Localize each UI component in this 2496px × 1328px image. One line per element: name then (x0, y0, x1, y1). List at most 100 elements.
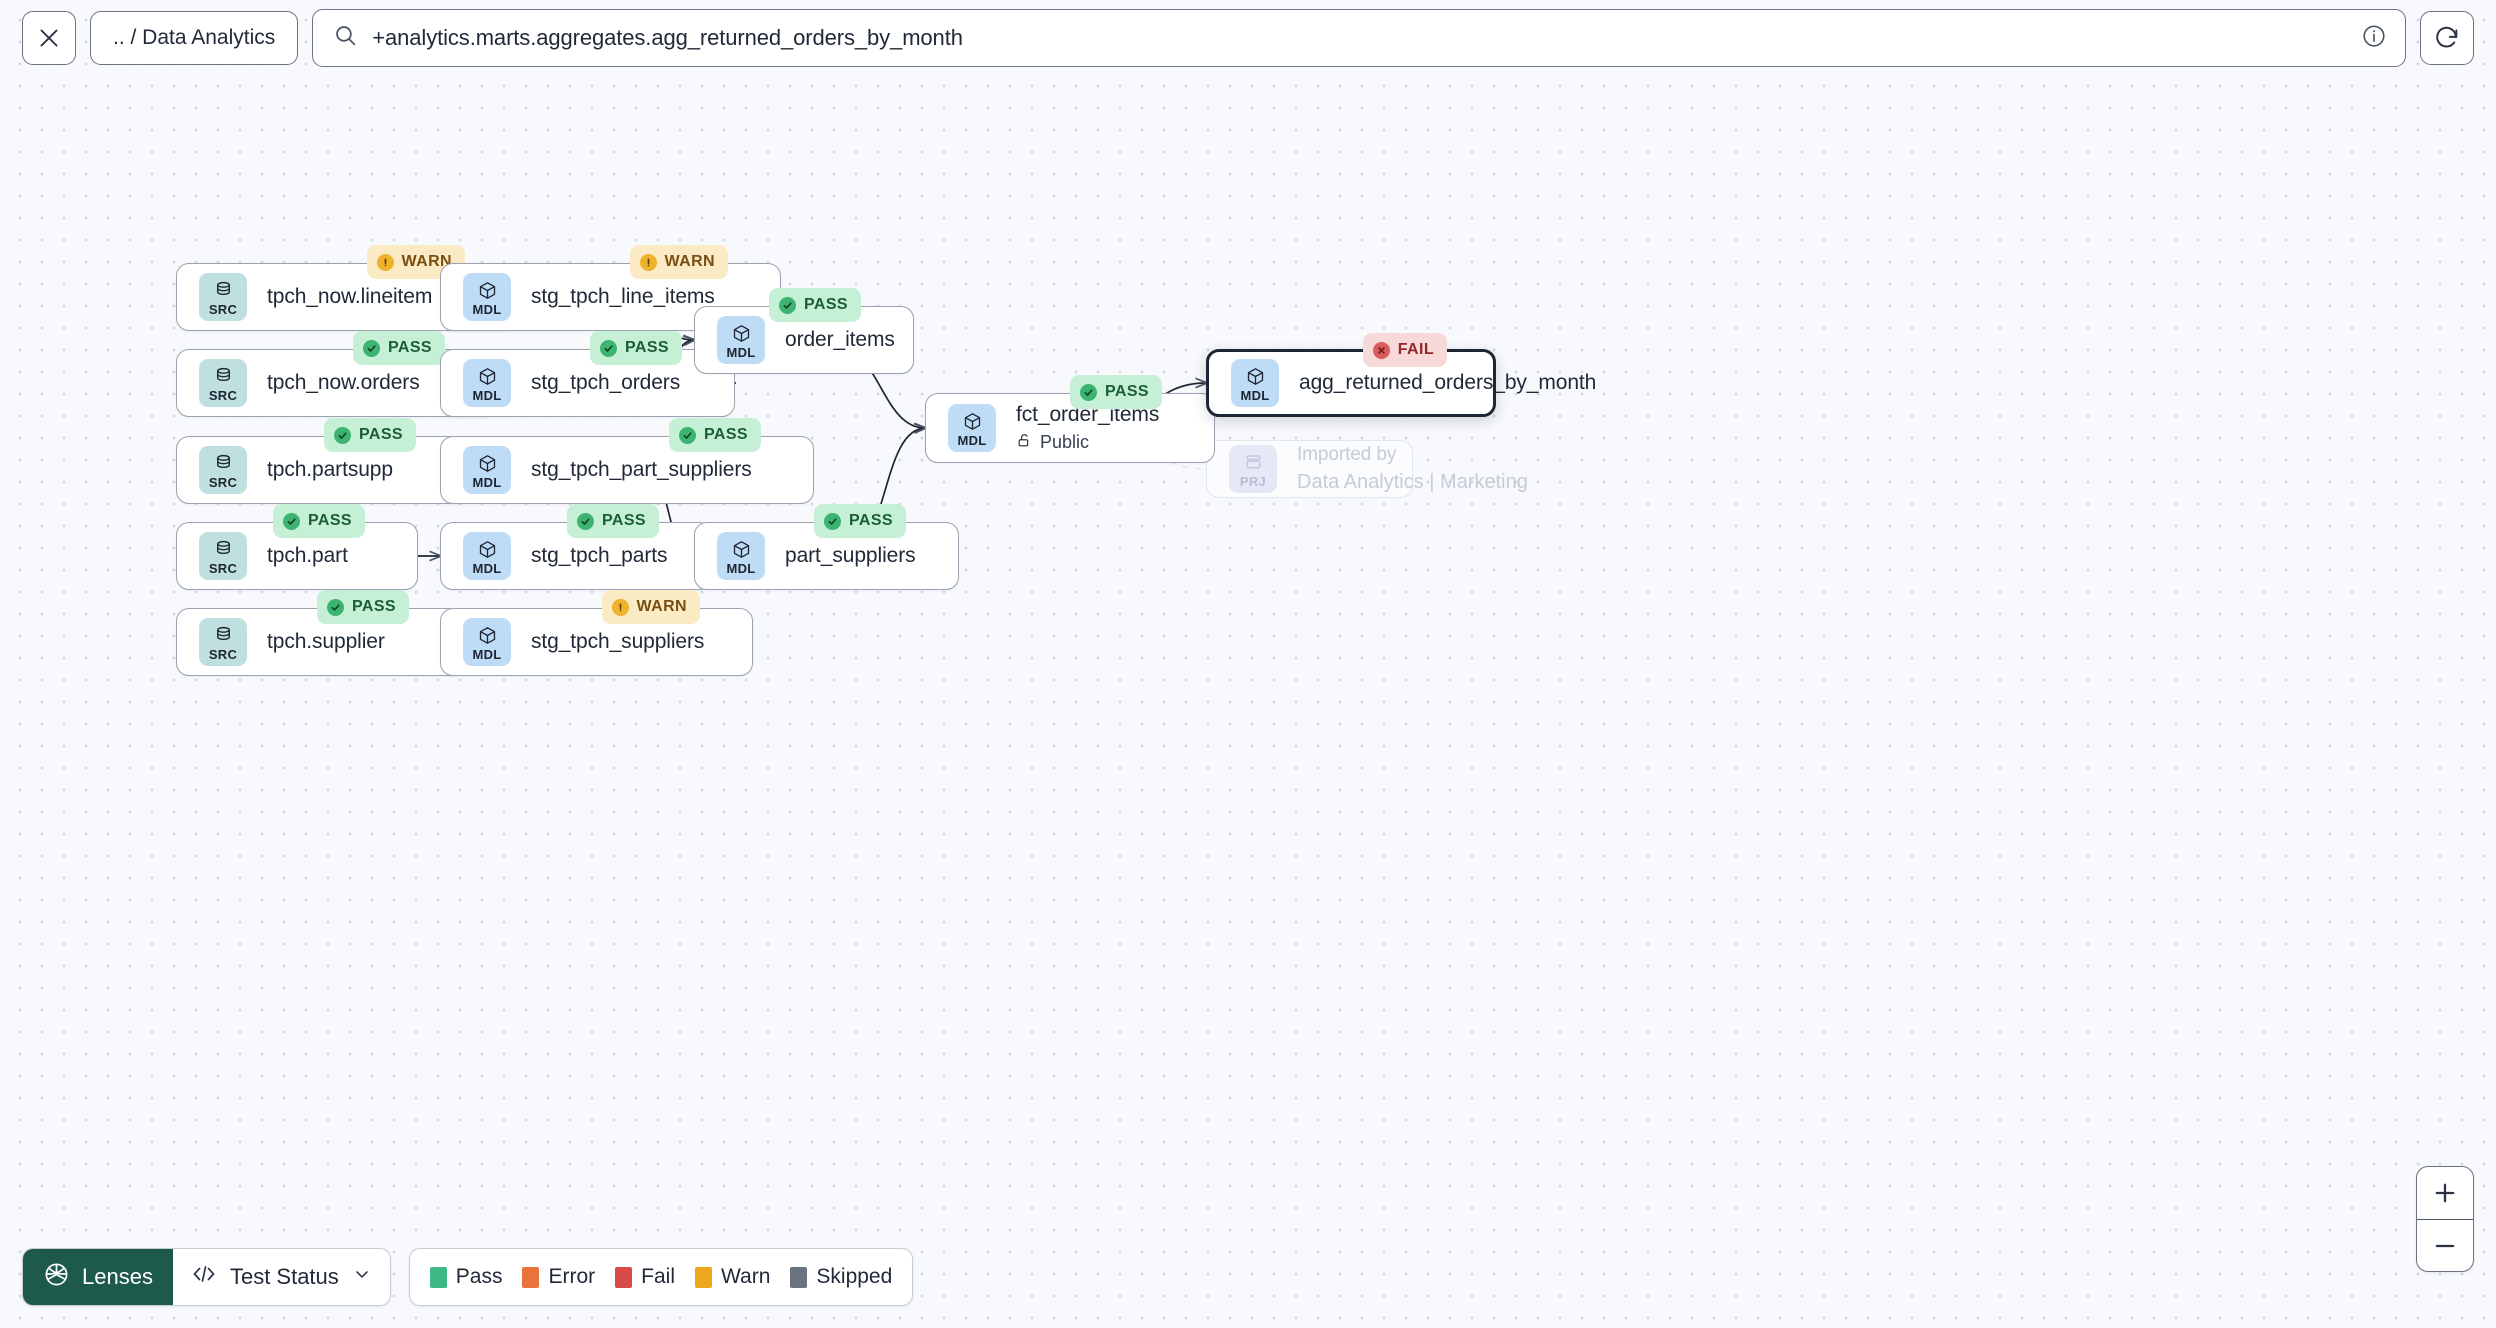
status-badge-label: WARN (636, 598, 687, 615)
node-title: stg_tpch_suppliers (531, 630, 705, 653)
legend-swatch (429, 1266, 447, 1288)
legend-item-warn[interactable]: Warn (695, 1265, 770, 1289)
cube-icon (731, 322, 752, 344)
status-badge-label: PASS (849, 512, 893, 529)
status-badge-pass: PASS (769, 288, 861, 322)
cube-icon (477, 365, 498, 387)
test-status-selector[interactable]: Test Status (173, 1249, 390, 1305)
status-badge-pass: PASS (317, 590, 409, 624)
graph-node-stg_line_items[interactable]: MDL stg_tpch_line_items WARN (440, 245, 781, 331)
graph-node-order_items[interactable]: MDL order_items PASS (694, 288, 914, 374)
legend-item-fail[interactable]: Fail (615, 1265, 675, 1289)
status-badge-pass: PASS (1070, 375, 1162, 409)
status-badge-label: PASS (704, 426, 748, 443)
node-type-label: MDL (472, 474, 502, 490)
status-icon-pass (363, 339, 381, 357)
graph-node-stg_orders[interactable]: MDL stg_tpch_orders PASS (440, 331, 735, 417)
node-type-chip-mdl: MDL (463, 359, 511, 407)
node-body: tpch.partsupp (267, 458, 393, 482)
graph-node-src_part[interactable]: SRC tpch.part PASS (176, 504, 418, 590)
status-badge-label: FAIL (1397, 341, 1434, 358)
node-type-chip-src: SRC (199, 273, 247, 321)
status-badge-warn: WARN (629, 245, 728, 279)
status-badge-pass: PASS (567, 504, 659, 538)
legend-label: Skipped (816, 1265, 893, 1288)
legend-swatch (695, 1266, 712, 1288)
node-type-chip-src: SRC (199, 618, 247, 666)
status-icon-pass (679, 426, 697, 444)
close-icon (36, 25, 62, 51)
graph-node-agg_returned[interactable]: MDL agg_returned_orders_by_month FAIL (1206, 333, 1596, 417)
breadcrumb[interactable]: .. / Data Analytics (90, 11, 299, 65)
lenses-button[interactable]: Lenses (23, 1249, 173, 1305)
ghost-node-subtitle: Data Analytics | Marketing (1297, 471, 1528, 493)
node-type-chip-mdl: MDL (463, 532, 511, 580)
legend-swatch (522, 1266, 540, 1288)
zoom-controls (2416, 1166, 2474, 1272)
node-body: stg_tpch_part_suppliers (531, 458, 752, 482)
node-type-label: MDL (472, 301, 502, 317)
node-body: stg_tpch_parts (531, 544, 667, 568)
legend-item-skipped[interactable]: Skipped (790, 1265, 892, 1289)
node-type-chip-src: SRC (199, 532, 247, 580)
status-legend: Pass Error Fail Warn Skipped (408, 1248, 914, 1306)
aperture-icon (43, 1261, 70, 1294)
status-icon-pass (824, 512, 842, 530)
node-type-chip-src: SRC (199, 446, 247, 494)
status-badge-label: PASS (602, 512, 646, 529)
node-type-label: SRC (208, 387, 238, 403)
status-badge-label: PASS (388, 339, 432, 356)
zoom-in-button[interactable] (2417, 1167, 2473, 1219)
legend-label: Warn (721, 1265, 771, 1288)
graph-node-part_suppliers[interactable]: MDL part_suppliers PASS (694, 504, 959, 590)
graph-node-src_partsupp[interactable]: SRC tpch.partsupp PASS (176, 418, 469, 504)
node-type-chip-mdl: MDL (463, 273, 511, 321)
node-type-chip-mdl: MDL (717, 316, 765, 364)
status-badge-warn: WARN (601, 590, 700, 624)
node-title: tpch.partsupp (267, 458, 393, 481)
graph-node-stg_suppliers[interactable]: MDL stg_tpch_suppliers WARN (440, 590, 753, 676)
database-icon (213, 452, 234, 474)
unlock-icon (1016, 432, 1033, 454)
status-badge-pass: PASS (814, 504, 906, 538)
graph-node-stg_parts[interactable]: MDL stg_tpch_parts PASS (440, 504, 712, 590)
lenses-label: Lenses (82, 1264, 153, 1289)
node-title: stg_tpch_parts (531, 544, 668, 567)
search-bar[interactable]: +analytics.marts.aggregates.agg_returned… (312, 9, 2406, 67)
node-type-label: SRC (208, 474, 238, 490)
status-icon-pass (334, 426, 352, 444)
status-icon-pass (779, 296, 797, 314)
refresh-button[interactable] (2420, 11, 2474, 65)
graph-node-src_supplier[interactable]: SRC tpch.supplier PASS (176, 590, 462, 676)
node-type-label: SRC (208, 301, 238, 317)
zoom-out-button[interactable] (2417, 1219, 2473, 1271)
code-icon (191, 1263, 217, 1291)
node-type-label: MDL (472, 646, 502, 662)
legend-label: Error (548, 1265, 596, 1288)
node-body: agg_returned_orders_by_month (1299, 371, 1596, 395)
close-button[interactable] (22, 11, 76, 65)
database-icon (213, 624, 234, 646)
status-badge-label: WARN (664, 253, 715, 270)
node-type-label: MDL (1240, 387, 1270, 403)
node-type-label: MDL (472, 387, 502, 403)
cube-icon (477, 538, 498, 560)
search-input[interactable]: +analytics.marts.aggregates.agg_returned… (372, 25, 963, 50)
graph-node-stg_part_suppliers[interactable]: MDL stg_tpch_part_suppliers PASS (440, 418, 814, 504)
status-badge-label: PASS (308, 512, 352, 529)
info-icon[interactable] (2361, 23, 2387, 54)
node-subtitle-label: Public (1040, 432, 1090, 452)
cube-icon (477, 624, 498, 646)
node-title: stg_tpch_part_suppliers (531, 458, 752, 481)
node-type-chip-mdl: MDL (463, 446, 511, 494)
cube-icon (731, 538, 752, 560)
graph-node-fct_order_items[interactable]: MDL fct_order_items Public PASS (925, 375, 1215, 463)
status-icon-fail (1372, 341, 1390, 359)
cube-icon (477, 452, 498, 474)
node-type-chip-src: SRC (199, 359, 247, 407)
status-icon-pass (577, 512, 595, 530)
legend-item-error[interactable]: Error (522, 1265, 595, 1289)
legend-item-pass[interactable]: Pass (429, 1265, 502, 1289)
